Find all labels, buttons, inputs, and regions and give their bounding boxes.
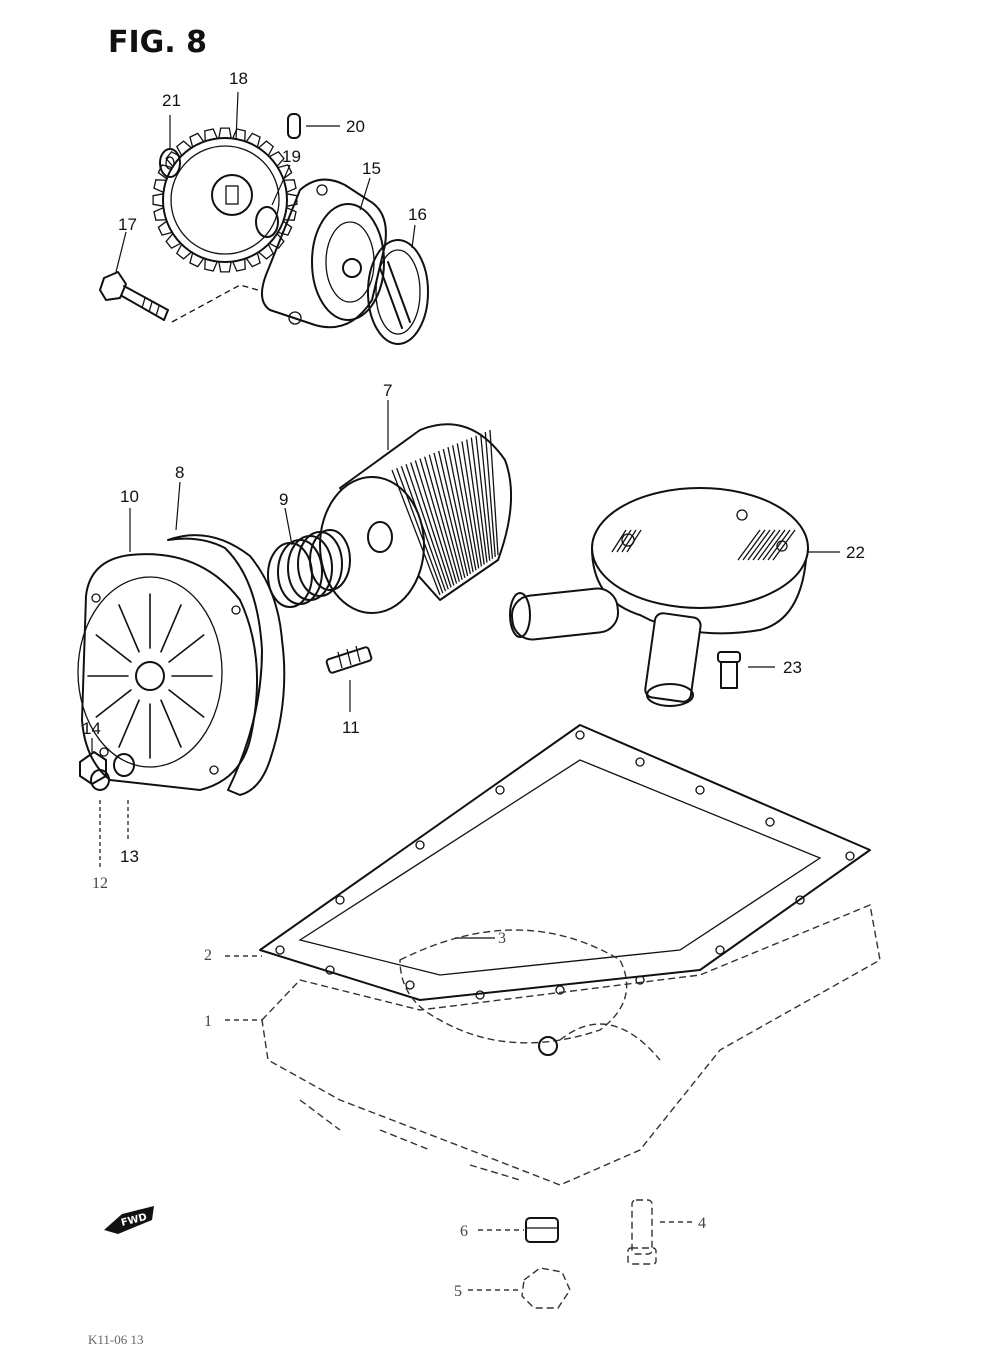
callout-23: 23 bbox=[783, 658, 802, 677]
pump-cover-ring bbox=[367, 239, 429, 345]
callout-13: 13 bbox=[120, 847, 139, 866]
pump-body bbox=[261, 178, 387, 329]
callout-19: 19 bbox=[282, 147, 301, 166]
oil-filter-cartridge bbox=[319, 423, 513, 614]
washer bbox=[113, 753, 135, 777]
pump-gear bbox=[152, 127, 298, 273]
callout-11: 11 bbox=[342, 718, 360, 737]
callout-14: 14 bbox=[82, 719, 101, 738]
filter-cover bbox=[77, 553, 259, 791]
callout-22: 22 bbox=[846, 543, 865, 562]
callout-9: 9 bbox=[279, 490, 288, 509]
stud-bolt bbox=[325, 645, 373, 674]
callout-15: 15 bbox=[362, 159, 381, 178]
strainer-bolt bbox=[717, 651, 741, 689]
filter-cover-gasket bbox=[167, 534, 286, 796]
fwd-direction-arrow: FWD bbox=[104, 1206, 154, 1234]
callout-12: 12 bbox=[92, 875, 108, 892]
bolt bbox=[99, 271, 169, 321]
callout-1: 1 bbox=[204, 1013, 212, 1030]
callout-4: 4 bbox=[698, 1215, 706, 1232]
cover-nut bbox=[79, 751, 107, 785]
pan-bolt bbox=[627, 1199, 657, 1265]
callout-18: 18 bbox=[229, 69, 248, 88]
callout-3: 3 bbox=[498, 930, 506, 947]
footer-code: K11-06 13 bbox=[88, 1332, 144, 1347]
oil-pan-gasket bbox=[259, 724, 871, 1001]
callout-16: 16 bbox=[408, 205, 427, 224]
figure-title: FIG. 8 bbox=[108, 25, 207, 60]
washer bbox=[90, 769, 110, 791]
callout-17: 17 bbox=[118, 215, 137, 234]
callout-20: 20 bbox=[346, 117, 365, 136]
callout-5: 5 bbox=[454, 1283, 462, 1300]
callout-2: 2 bbox=[204, 947, 212, 964]
callout-21: 21 bbox=[162, 91, 181, 110]
callout-10: 10 bbox=[120, 487, 139, 506]
drain-plug bbox=[525, 1217, 559, 1243]
callout-6: 6 bbox=[460, 1223, 468, 1240]
oil-pan bbox=[261, 904, 881, 1186]
callout-7: 7 bbox=[383, 381, 392, 400]
oil-strainer bbox=[509, 487, 809, 707]
pin bbox=[287, 113, 301, 139]
filter-spring bbox=[267, 529, 351, 608]
oil-pump-assembly bbox=[99, 113, 429, 345]
washer bbox=[255, 206, 279, 238]
oil-plug bbox=[521, 1267, 571, 1309]
callout-8: 8 bbox=[175, 463, 184, 482]
